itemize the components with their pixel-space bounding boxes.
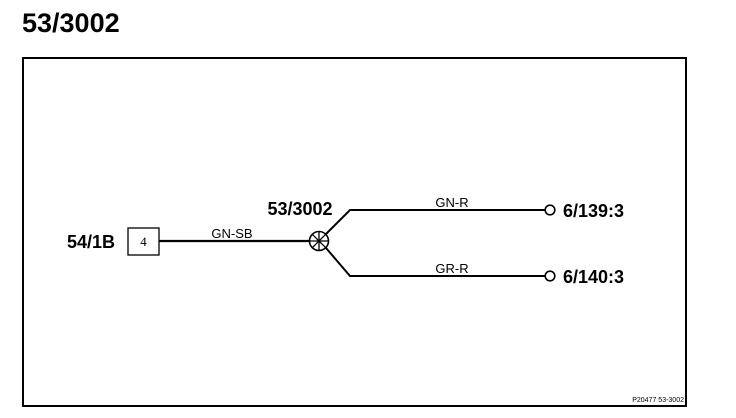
page-title: 53/3002 [22, 8, 120, 38]
wire-gn-r [325, 209, 545, 235]
wire-label-gr-r: GR-R [435, 261, 468, 276]
wire-gr-r [325, 247, 545, 277]
connector-pin-number: 4 [140, 234, 147, 249]
connector-pin-box [127, 227, 160, 256]
destination-label: 6/140:3 [563, 267, 624, 287]
diagram-reference: P20477 53-3002 [632, 397, 684, 404]
destination-label: 6/139:3 [563, 201, 624, 221]
splice-label: 53/3002 [267, 199, 332, 219]
wire-label-gn-sb: GN-SB [211, 226, 252, 241]
terminal-circle-icon [544, 270, 556, 282]
terminal-circle-icon [544, 204, 556, 216]
source-connector-label: 54/1B [67, 232, 115, 252]
wire-label-gn-r: GN-R [435, 195, 468, 210]
diagram-frame [22, 57, 687, 407]
splice-node-icon [308, 230, 330, 252]
